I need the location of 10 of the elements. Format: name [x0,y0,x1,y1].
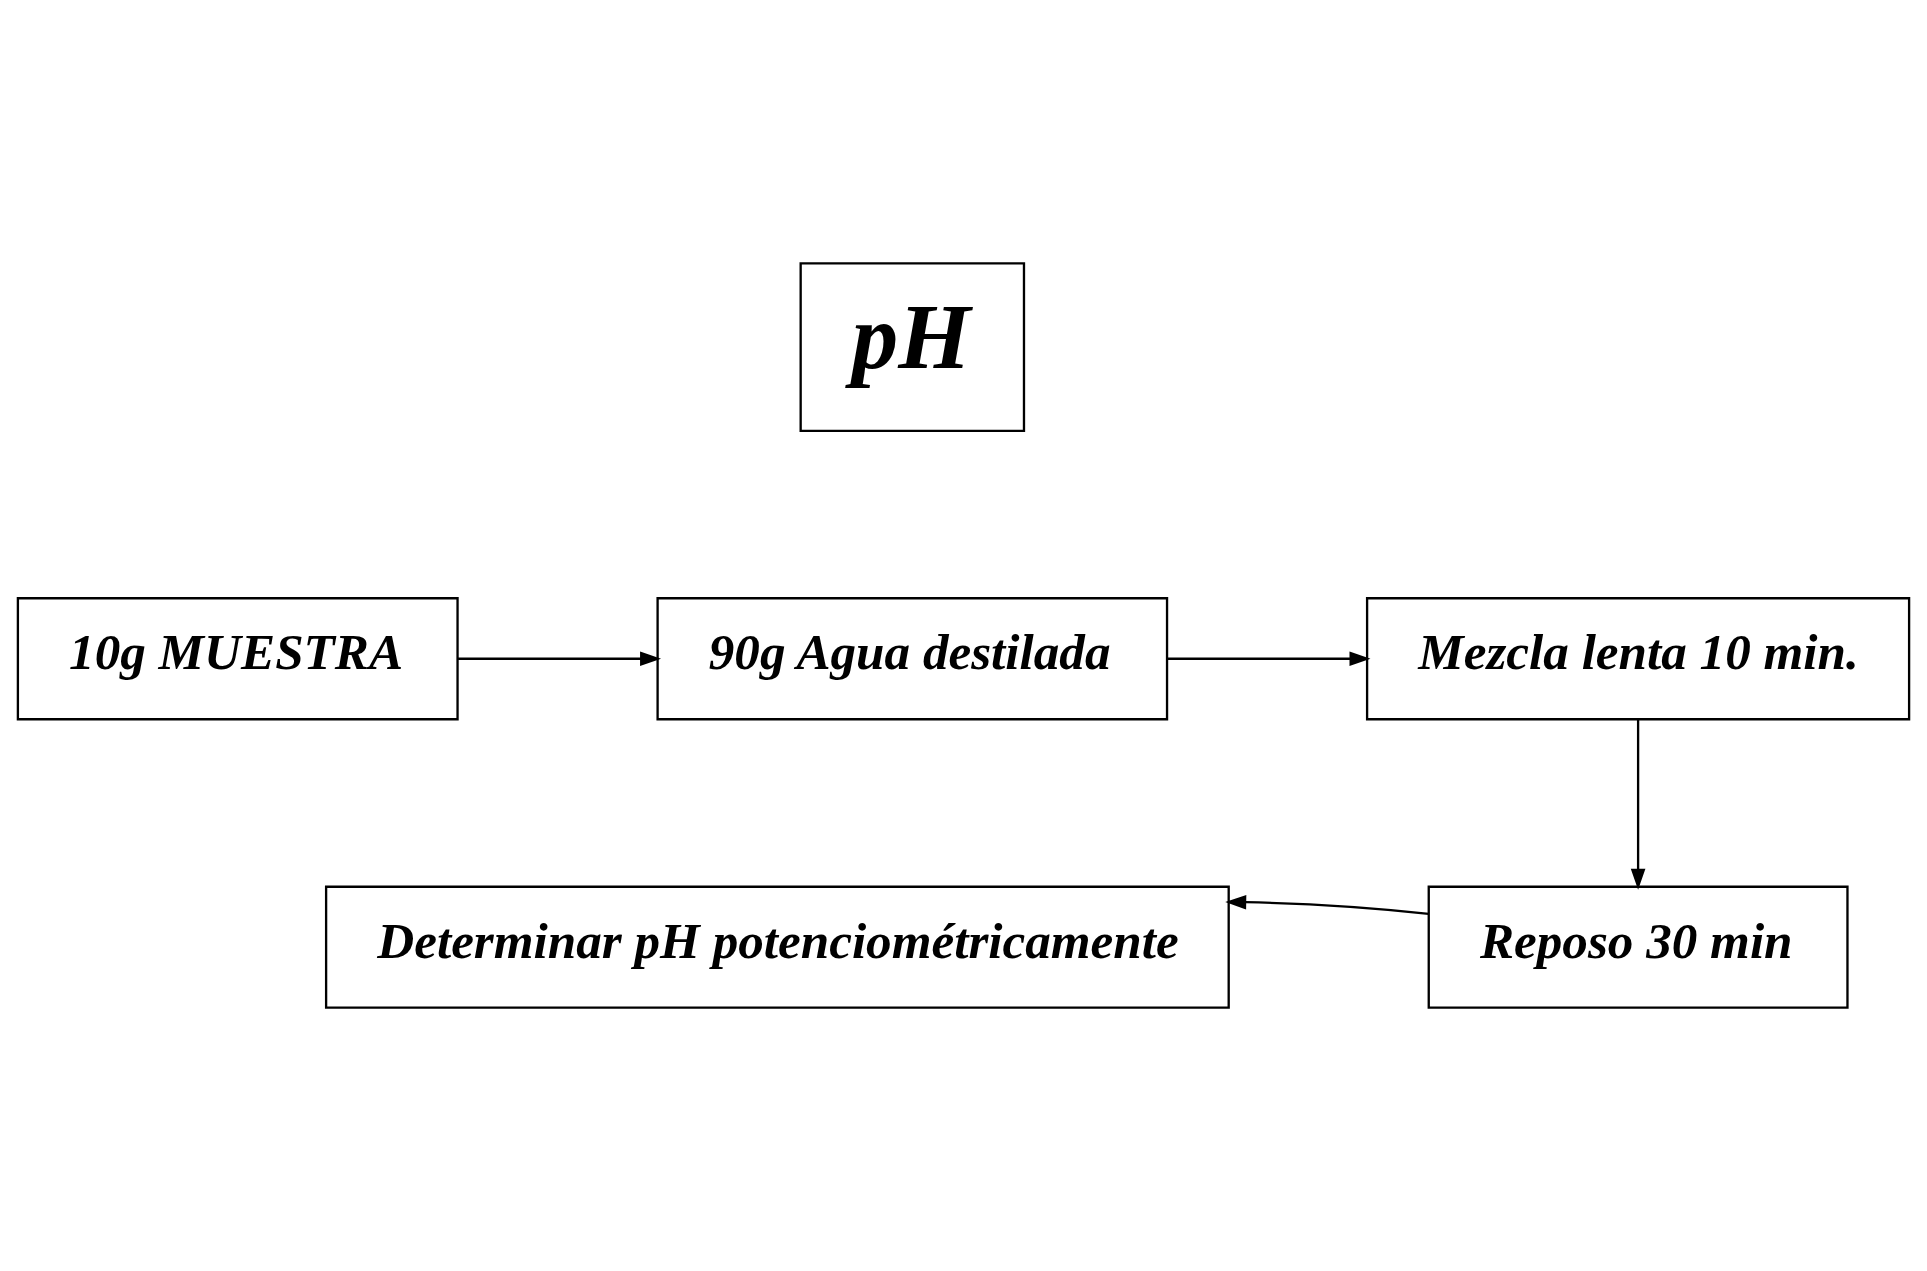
node-box: pH [799,262,1026,432]
node-box: 10g MUESTRA [16,597,459,721]
arrow [1225,894,1429,915]
node-box: 90g Agua destilada [656,597,1169,721]
arrow [1167,651,1371,667]
node-box: Determinar pH potenciométricamente [324,885,1230,1009]
arrow [457,651,662,667]
arrow [1630,719,1646,890]
node-box: Mezcla lenta 10 min. [1365,597,1911,721]
node-box: Reposo 30 min [1427,885,1849,1009]
